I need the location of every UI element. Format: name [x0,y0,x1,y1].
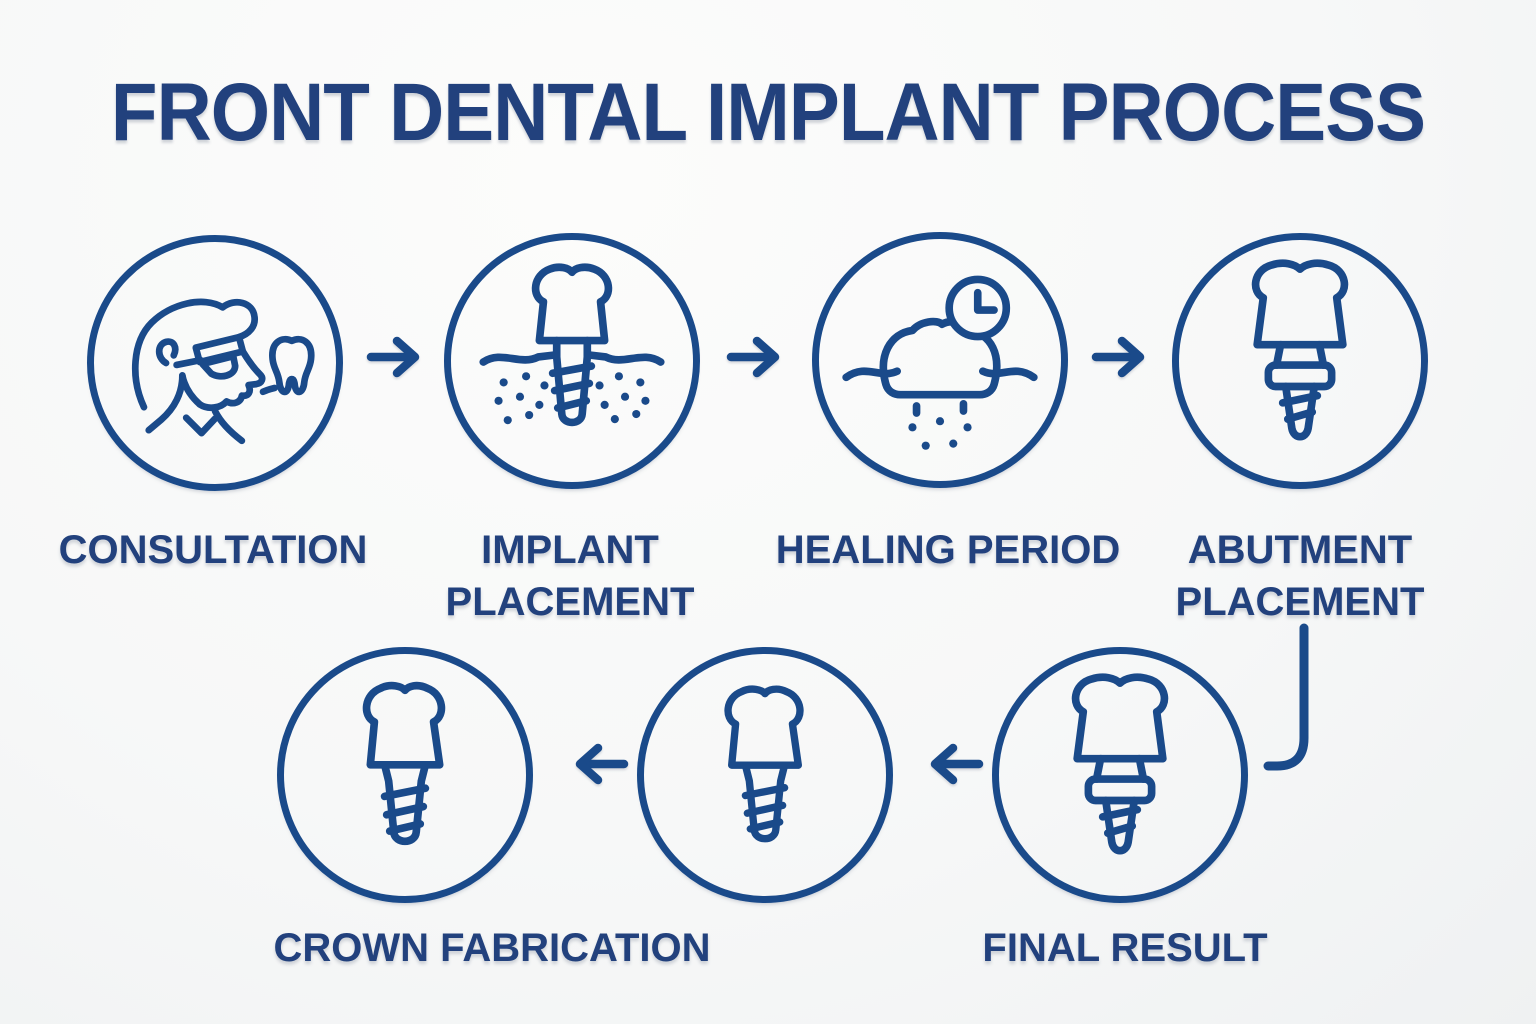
step-label-healing-period: HEALING PERIOD [775,528,1121,572]
crown-on-implant-icon [724,685,804,843]
step-circle-implant-placement [444,233,700,489]
crown-on-implant-icon [362,681,446,846]
healing-gum-clock-icon [842,275,1038,450]
arrow-right-icon [366,336,420,378]
person-with-tooth-icon [131,298,315,445]
bone-dots [494,372,650,425]
implant-with-abutment-icon [1071,673,1169,855]
step-circle-abutment-placement [1172,233,1428,489]
step-circle-consultation [87,235,343,491]
arrow-right-icon [1091,336,1145,378]
implant-with-abutment-icon [1251,259,1349,441]
step-label-crown-fabrication: CROWN FABRICATION [273,926,711,970]
step-circle-crown-step [637,647,893,903]
implant-screw-in-gum-icon [479,263,665,427]
arrow-left-icon [575,743,629,785]
step-circle-healing-period [812,232,1068,488]
step-label-abutment-placement: ABUTMENT PLACEMENT [1175,528,1425,624]
elbow-connector [1263,623,1309,771]
arrow-right-icon [726,336,780,378]
step-label-implant-placement: IMPLANT PLACEMENT [445,528,695,624]
arrow-left-icon [930,743,984,785]
page-title: FRONT DENTAL IMPLANT PROCESS [110,67,1426,158]
step-label-consultation: CONSULTATION [58,528,368,572]
step-label-final-result: FINAL RESULT [982,926,1268,970]
step-circle-final-result [992,647,1248,903]
bone-dots [908,417,972,450]
step-circle-crown-fabrication [277,647,533,903]
